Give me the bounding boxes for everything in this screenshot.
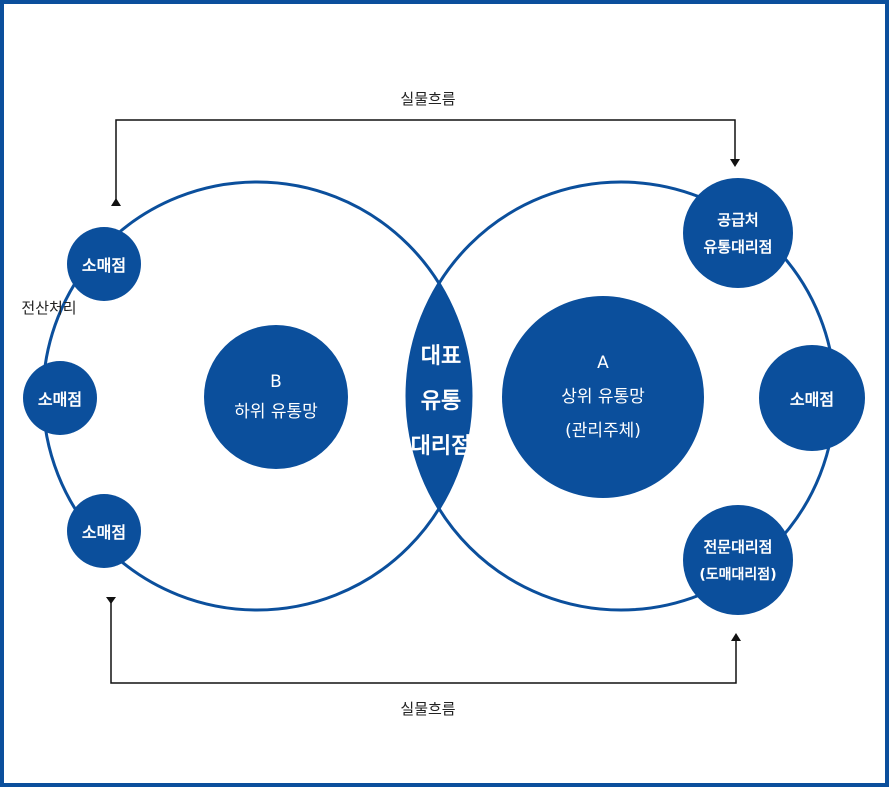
- side-label: 전산처리: [21, 299, 76, 317]
- network-a-subtitle: (관리주체): [565, 421, 641, 441]
- network-b-letter: B: [270, 372, 282, 392]
- flow-top-label: 실물흐름: [400, 90, 455, 108]
- arrowhead-bottom-left: [106, 597, 116, 604]
- left-node-bottom: [67, 494, 141, 568]
- right-node-top-line1: 공급처: [717, 211, 758, 229]
- arrowhead-bottom-right: [731, 633, 741, 641]
- network-a-hub: [502, 296, 704, 498]
- right-node-bottom-line1: 전문대리점: [703, 538, 772, 556]
- left-node-mid: [23, 361, 97, 435]
- flow-arrow-bottom: [110, 598, 737, 684]
- arrowhead-top-left: [111, 198, 121, 206]
- arrowhead-top-right: [730, 159, 740, 167]
- left-node-top-label: 소매점: [82, 256, 126, 275]
- center-label-line1: 대표: [421, 344, 461, 369]
- right-node-mid: [759, 345, 865, 451]
- flow-arrow-top: [115, 119, 736, 205]
- right-node-bottom-line2: (도매대리점): [699, 566, 776, 583]
- right-node-mid-label: 소매점: [790, 390, 834, 409]
- left-node-bottom-label: 소매점: [82, 523, 126, 542]
- center-label-line3: 대리점: [411, 434, 472, 459]
- network-a-title: 상위 유통망: [561, 387, 645, 407]
- network-b-hub: [204, 325, 348, 469]
- right-node-top: [683, 178, 793, 288]
- right-node-top-line2: 유통대리점: [703, 238, 772, 256]
- network-a-letter: A: [597, 353, 609, 373]
- center-label-line2: 유통: [421, 389, 461, 414]
- flow-bottom-label: 실물흐름: [400, 700, 455, 718]
- left-node-mid-label: 소매점: [38, 390, 82, 409]
- left-node-top: [67, 227, 141, 301]
- right-node-bottom: [683, 505, 793, 615]
- network-b-title: 하위 유통망: [234, 402, 318, 422]
